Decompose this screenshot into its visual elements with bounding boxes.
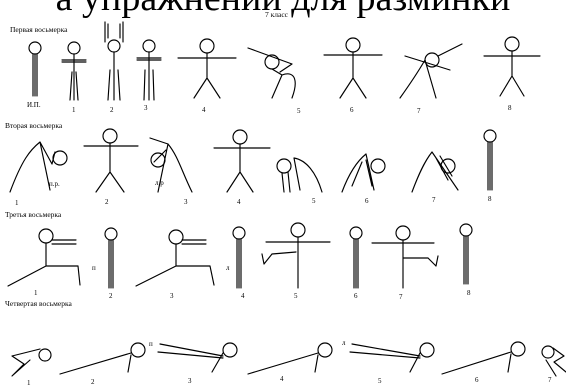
figure-r1-6 (324, 38, 382, 98)
figure-r1-7 (400, 44, 462, 98)
figure-r4-1 (12, 349, 51, 376)
figure-r2-7 (412, 152, 458, 192)
figure-r2-3 (150, 138, 192, 192)
figure-r1-2 (105, 22, 123, 100)
figure-r2-2 (84, 129, 138, 192)
figure-r4-7 (542, 346, 566, 376)
figure-r1-5 (248, 48, 295, 98)
figure-r1-3 (137, 40, 161, 100)
figure-r3-1 (8, 229, 80, 286)
figure-r1-1 (62, 42, 86, 100)
figure-r3-5 (262, 223, 330, 288)
figure-r3-6 (350, 227, 362, 288)
figure-r4-5 (350, 343, 434, 372)
figure-r1-4 (178, 39, 236, 98)
figure-r3-2 (105, 228, 117, 288)
figure-r2-8 (484, 130, 496, 190)
figure-r1-8 (484, 37, 540, 96)
figure-r3-8 (460, 224, 472, 284)
figure-r4-3 (158, 343, 237, 372)
figure-r2-6 (342, 154, 385, 192)
figure-r2-5 (277, 158, 322, 192)
figure-r3-4 (233, 227, 245, 288)
figure-r4-2 (60, 343, 145, 374)
figure-r2-4 (214, 130, 270, 192)
figure-r3-3 (136, 230, 214, 286)
figure-r4-6 (442, 342, 525, 374)
figure-r2-1 (10, 142, 67, 192)
figure-r4-4 (248, 343, 332, 374)
figure-r1-ip (29, 42, 41, 96)
figure-r3-7 (372, 226, 438, 288)
